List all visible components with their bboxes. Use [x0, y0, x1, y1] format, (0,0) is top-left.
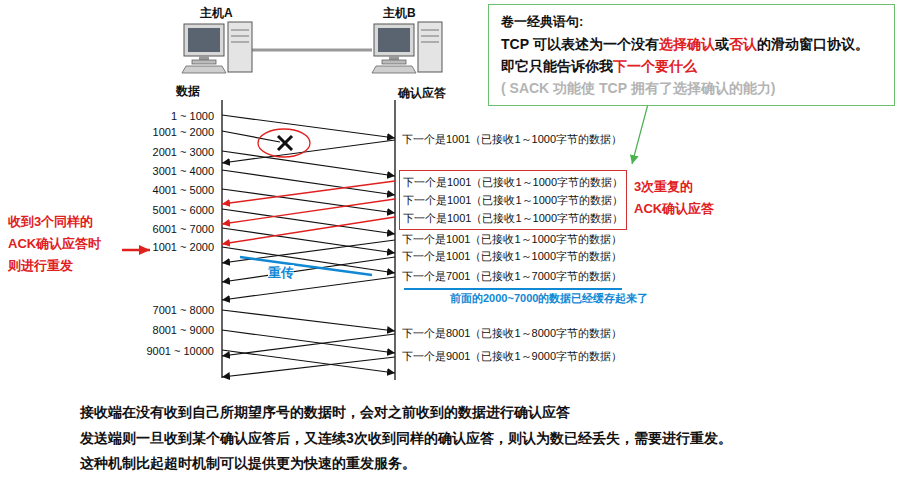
computer-b	[372, 22, 442, 73]
segment-range: 1001 ~ 2000	[153, 126, 214, 138]
explanation-text-holder: 这种机制比起超时机制可以提供更为快速的重发服务。	[80, 455, 416, 472]
segment-range: 3001 ~ 4000	[153, 165, 214, 177]
segment-range: 6001 ~ 7000	[153, 223, 214, 235]
callout-leader	[632, 104, 648, 164]
segment-range: 1001 ~ 2000	[153, 241, 214, 253]
note-line: 卷一经典语句:	[501, 11, 882, 33]
ack-text: 下一个是1001（已接收1～1000字节的数据）	[403, 173, 623, 191]
ack-text: 下一个是1001（已接收1～1000字节的数据）	[403, 191, 623, 209]
segment-range-holder: 7001 ~ 8000	[153, 304, 214, 317]
segment-range: 2001 ~ 3000	[153, 146, 214, 158]
ack-text-holder: 下一个是1001（已接收1～1000字节的数据）	[402, 233, 622, 246]
annotation-holder: 收到3个同样的 ACK确认应答时 则进行重发	[8, 211, 120, 277]
note-text: 或	[715, 36, 729, 52]
segment-range-holder: 1001 ~ 2000	[153, 241, 214, 254]
segment-range-holder: 1 ~ 1000	[171, 110, 214, 123]
note-text: 否认	[729, 36, 757, 52]
ack-text: 下一个是1001（已接收1～1000字节的数据）	[402, 250, 622, 262]
host-name: 主机A	[200, 6, 233, 20]
explanation-text: 接收端在没有收到自己所期望序号的数据时，会对之前收到的数据进行确认应答	[80, 404, 570, 420]
annotation: 收到3个同样的 ACK确认应答时 则进行重发	[8, 214, 101, 273]
note-text: 的滑动窗口协议。	[757, 36, 869, 52]
ack-text: 下一个是9001（已接收1～9000字节的数据）	[402, 350, 622, 362]
explanation-text-holder: 接收端在没有收到自己所期望序号的数据时，会对之前收到的数据进行确认应答	[80, 404, 570, 421]
column-heading-holder: 确认应答	[398, 86, 446, 100]
note-text: 选择确认	[659, 36, 715, 52]
annotation-holder: 重传	[268, 265, 294, 280]
computer-a	[182, 22, 252, 73]
host-name-holder: 主机A	[200, 6, 233, 20]
segment-range-holder: 9001 ~ 10000	[146, 345, 214, 358]
note-box: 卷一经典语句:TCP 可以表述为一个没有选择确认或否认的滑动窗口协议。即它只能告…	[488, 4, 895, 106]
note-text: ( SACK 功能使 TCP 拥有了选择确认的能力)	[501, 80, 775, 96]
segment-range: 8001 ~ 9000	[153, 324, 214, 336]
column-heading: 数据	[176, 84, 200, 98]
segment-range: 1 ~ 1000	[171, 110, 214, 122]
ack-text: 下一个是1001（已接收1～1000字节的数据）	[403, 209, 623, 227]
explanation-text: 发送端则一旦收到某个确认应答后，又连续3次收到同样的确认应答，则认为数已经丢失，…	[80, 430, 732, 446]
pointer-arrow	[122, 249, 150, 252]
segment-range: 9001 ~ 10000	[146, 345, 214, 357]
loss-ellipse	[258, 129, 310, 157]
note-text: 即它只能告诉你我	[501, 58, 613, 74]
buffer-underline	[404, 288, 622, 290]
retransmit-line	[240, 257, 372, 275]
annotation-holder: 前面的2000~7000的数据已经缓存起来了	[450, 292, 648, 305]
duplicate-ack-arrows	[222, 181, 395, 244]
ack-text-holder: 下一个是1001（已接收1～1000字节的数据）	[402, 133, 622, 146]
data-arrows	[222, 115, 395, 373]
note-text: 卷一经典语句:	[501, 14, 583, 29]
timeline-a	[221, 100, 222, 378]
note-text: 下一个要什么	[613, 58, 697, 74]
segment-range-holder: 6001 ~ 7000	[153, 223, 214, 236]
segment-range-holder: 8001 ~ 9000	[153, 324, 214, 337]
ack-text-holder: 下一个是8001（已接收1～8000字节的数据）	[402, 327, 622, 340]
segment-range-holder: 1001 ~ 2000	[153, 126, 214, 139]
segment-range-holder: 4001 ~ 5000	[153, 184, 214, 197]
ack-text-holder: 下一个是9001（已接收1～9000字节的数据）	[402, 350, 622, 363]
annotation: 前面的2000~7000的数据已经缓存起来了	[450, 292, 648, 304]
segment-range: 5001 ~ 6000	[153, 204, 214, 216]
explanation-text: 这种机制比起超时机制可以提供更为快速的重发服务。	[80, 455, 416, 471]
host-name-holder: 主机B	[383, 6, 416, 20]
loss-cross	[278, 136, 292, 150]
explanation-text-holder: 发送端则一旦收到某个确认应答后，又连续3次收到同样的确认应答，则认为数已经丢失，…	[80, 430, 732, 447]
ack-text-holder: 下一个是1001（已接收1～1000字节的数据）	[402, 250, 622, 263]
segment-range-holder: 3001 ~ 4000	[153, 165, 214, 178]
ack-arrows	[222, 140, 395, 377]
highlight-box: 下一个是1001（已接收1～1000字节的数据）下一个是1001（已接收1～10…	[399, 170, 627, 230]
column-heading: 确认应答	[398, 86, 446, 100]
note-line: 即它只能告诉你我下一个要什么	[501, 55, 882, 77]
note-line: TCP 可以表述为一个没有选择确认或否认的滑动窗口协议。	[501, 33, 882, 55]
note-text: TCP 可以表述为一个没有	[501, 36, 659, 52]
segment-range: 4001 ~ 5000	[153, 184, 214, 196]
ack-text: 下一个是1001（已接收1～1000字节的数据）	[402, 233, 622, 245]
segment-range-holder: 2001 ~ 3000	[153, 146, 214, 159]
column-heading-holder: 数据	[176, 84, 200, 98]
note-line: ( SACK 功能使 TCP 拥有了选择确认的能力)	[501, 77, 882, 99]
annotation-holder: 3次重复的 ACK确认应答	[634, 176, 739, 220]
annotation: 3次重复的 ACK确认应答	[634, 179, 714, 216]
annotation: 重传	[268, 265, 294, 280]
segment-range-holder: 5001 ~ 6000	[153, 204, 214, 217]
segment-range: 7001 ~ 8000	[153, 304, 214, 316]
network-cable	[252, 49, 372, 52]
ack-text: 下一个是8001（已接收1～8000字节的数据）	[402, 327, 622, 339]
host-name: 主机B	[383, 6, 416, 20]
ack-text: 下一个是7001（已接收1～7000字节的数据）	[402, 270, 622, 282]
ack-text: 下一个是1001（已接收1～1000字节的数据）	[402, 133, 622, 145]
ack-text-holder: 下一个是7001（已接收1～7000字节的数据）	[402, 270, 622, 283]
